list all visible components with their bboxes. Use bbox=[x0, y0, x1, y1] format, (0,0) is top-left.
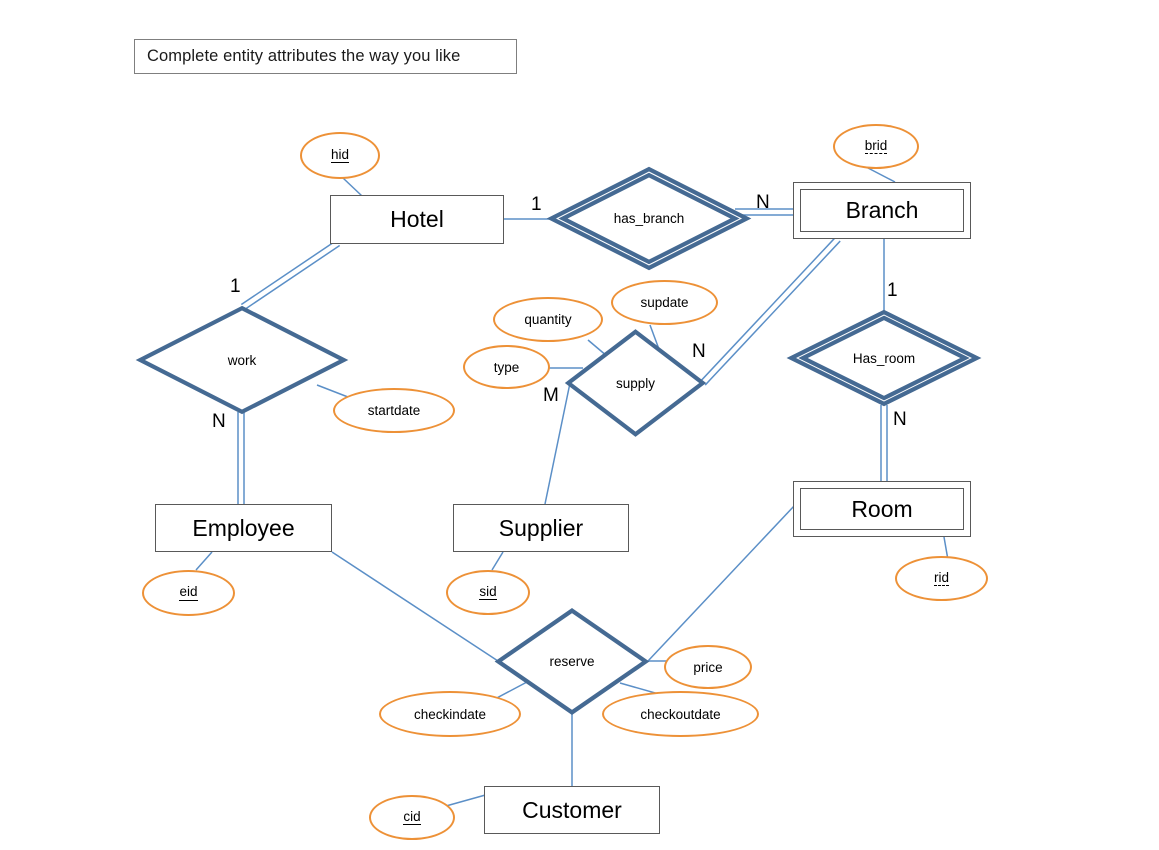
relationship-supply[interactable]: supply bbox=[564, 329, 707, 437]
connector-supplier-supply bbox=[544, 382, 571, 505]
diamond-shape-has_room bbox=[786, 309, 982, 407]
connector-brid-branch bbox=[867, 167, 896, 183]
attribute-label-price: price bbox=[693, 659, 723, 675]
diamond-shape-work bbox=[135, 305, 349, 415]
cardinality-has_branch-branch: N bbox=[756, 192, 770, 213]
attribute-checkoutdate[interactable]: checkoutdate bbox=[602, 691, 759, 737]
connector-eid-employee bbox=[195, 551, 213, 571]
entity-customer[interactable]: Customer bbox=[484, 786, 660, 834]
connector-has_room-room bbox=[880, 405, 888, 481]
attribute-rid[interactable]: rid bbox=[895, 556, 988, 601]
attribute-label-brid: brid bbox=[864, 137, 888, 155]
attribute-sid[interactable]: sid bbox=[446, 570, 530, 615]
entity-supplier[interactable]: Supplier bbox=[453, 504, 629, 552]
attribute-supdate[interactable]: supdate bbox=[611, 280, 718, 325]
attribute-label-supdate: supdate bbox=[640, 295, 689, 310]
attribute-price[interactable]: price bbox=[664, 645, 752, 689]
connector-hotel-work bbox=[240, 239, 341, 311]
attribute-hid[interactable]: hid bbox=[300, 132, 380, 179]
attribute-label-hid: hid bbox=[330, 146, 349, 164]
entity-label-customer: Customer bbox=[522, 796, 622, 823]
attribute-cid[interactable]: cid bbox=[369, 795, 455, 840]
cardinality-hotel-has_branch: 1 bbox=[531, 194, 542, 215]
attribute-label-quantity: quantity bbox=[524, 312, 572, 327]
attribute-label-checkindate: checkindate bbox=[413, 706, 487, 722]
attribute-label-eid: eid bbox=[179, 584, 198, 601]
relationship-work[interactable]: work bbox=[135, 305, 349, 415]
entity-inner-border-branch: Branch bbox=[800, 189, 964, 232]
entity-label-room: Room bbox=[851, 495, 913, 522]
connector-sid-supplier bbox=[491, 551, 504, 571]
attribute-startdate[interactable]: startdate bbox=[333, 388, 455, 433]
cardinality-supplier-supply: M bbox=[543, 385, 559, 406]
attribute-label-checkoutdate: checkoutdate bbox=[640, 706, 721, 722]
relationship-has_room[interactable]: Has_room bbox=[786, 309, 982, 407]
attribute-label-cid: cid bbox=[403, 808, 421, 826]
entity-label-supplier: Supplier bbox=[498, 514, 584, 541]
cardinality-has_room-room: N bbox=[893, 409, 907, 430]
connector-room-reserve bbox=[647, 504, 796, 662]
diamond-shape-supply bbox=[564, 329, 707, 437]
entity-room[interactable]: Room bbox=[793, 481, 971, 537]
attribute-type[interactable]: type bbox=[463, 345, 550, 389]
connector-hid-hotel bbox=[342, 177, 363, 197]
attribute-label-type: type bbox=[493, 359, 520, 375]
attribute-quantity[interactable]: quantity bbox=[493, 297, 603, 342]
relationship-has_branch[interactable]: has_branch bbox=[546, 166, 752, 271]
diamond-shape-reserve bbox=[494, 608, 650, 715]
entity-label-branch: Branch bbox=[845, 197, 919, 223]
attribute-label-rid: rid bbox=[933, 569, 949, 587]
cardinality-supply-branch: N bbox=[692, 341, 706, 362]
entity-hotel[interactable]: Hotel bbox=[330, 195, 504, 244]
connector-work-employee bbox=[237, 412, 245, 504]
instruction-note: Complete entity attributes the way you l… bbox=[134, 39, 517, 74]
entity-employee[interactable]: Employee bbox=[155, 504, 332, 552]
attribute-eid[interactable]: eid bbox=[142, 570, 235, 616]
attribute-label-sid: sid bbox=[479, 583, 497, 601]
connector-employee-reserve bbox=[331, 551, 499, 662]
entity-branch[interactable]: Branch bbox=[793, 182, 971, 239]
connector-supply-branch bbox=[700, 236, 841, 386]
cardinality-work-employee: N bbox=[212, 411, 226, 432]
entity-label-employee: Employee bbox=[192, 514, 295, 541]
connector-cid-customer bbox=[445, 793, 490, 807]
attribute-checkindate[interactable]: checkindate bbox=[379, 691, 521, 737]
attribute-brid[interactable]: brid bbox=[833, 124, 919, 169]
entity-label-hotel: Hotel bbox=[390, 206, 444, 232]
connector-has_branch-branch bbox=[735, 208, 793, 216]
attribute-label-startdate: startdate bbox=[367, 403, 421, 418]
cardinality-hotel-work: 1 bbox=[230, 276, 241, 297]
entity-inner-border-room: Room bbox=[800, 488, 964, 530]
diamond-shape-has_branch bbox=[546, 166, 752, 271]
cardinality-branch-has_room: 1 bbox=[887, 280, 898, 301]
